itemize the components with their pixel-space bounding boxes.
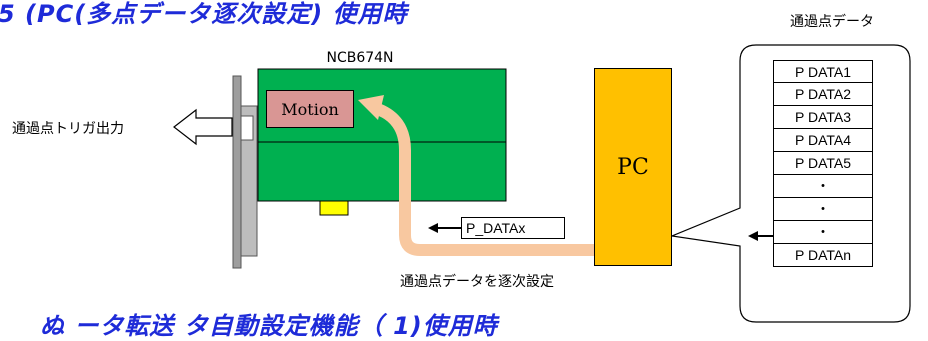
flow-arrow-body <box>372 102 594 256</box>
table-row: P DATA1 <box>773 60 873 83</box>
card-label: NCB674N <box>326 50 394 66</box>
table-arrow-head <box>748 231 758 241</box>
motion-chip: Motion <box>266 90 354 128</box>
sequential-setting-label: 通過点データを逐次設定 <box>400 274 554 290</box>
table-row: P DATA2 <box>773 83 873 106</box>
card-bracket-connector <box>240 115 254 141</box>
table-row: ・ <box>773 198 873 221</box>
pdatax-register: P_DATAx <box>461 217 565 239</box>
pdatax-arrow-head <box>428 223 438 233</box>
table-row: P DATA4 <box>773 129 873 152</box>
card-bracket <box>232 75 242 269</box>
flow-arrow-head <box>358 95 384 120</box>
card-bracket-lip <box>240 105 258 257</box>
table-row: P DATAn <box>773 244 873 267</box>
pass-point-data-title: 通過点データ <box>790 14 874 30</box>
trigger-output-label: 通過点トリガ出力 <box>12 121 124 137</box>
table-row: P DATA5 <box>773 152 873 175</box>
card-board <box>257 68 507 202</box>
trigger-output-arrow <box>173 108 233 146</box>
table-row: P DATA3 <box>773 106 873 129</box>
pc-box: PC <box>594 68 672 266</box>
table-row: ・ <box>773 221 873 244</box>
table-row: ・ <box>773 175 873 198</box>
pass-point-data-table: P DATA1 P DATA2 P DATA3 P DATA4 P DATA5 … <box>773 60 873 267</box>
heading-top: 5 (PC(多点データ逐次設定) 使用時 <box>0 0 408 28</box>
card-edge-connector <box>319 200 349 216</box>
